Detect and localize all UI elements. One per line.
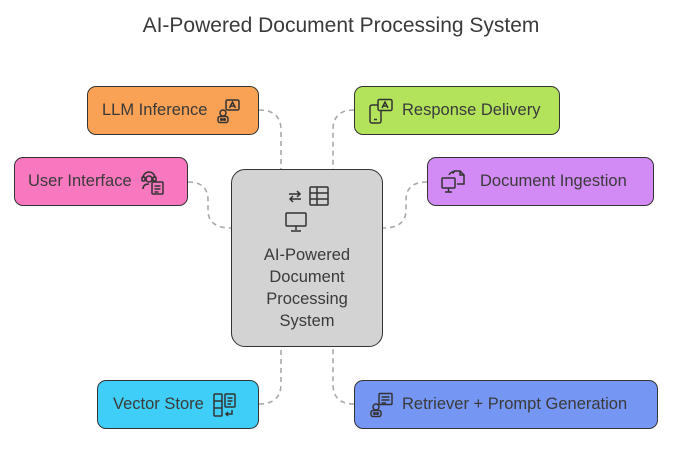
diagram-title: AI-Powered Document Processing System <box>142 14 540 37</box>
monitor-document-icon <box>440 169 466 195</box>
connector-response-delivery <box>332 109 355 169</box>
node-llm-inference[interactable]: LLM Inference <box>87 86 259 135</box>
robot-chat-icon <box>215 98 241 124</box>
center-node-label: AI-Powered Document Processing System <box>263 245 351 330</box>
robot-document-icon <box>368 392 394 418</box>
node-document-ingestion[interactable]: Document Ingestion <box>427 157 654 206</box>
node-response-delivery-label: Response Delivery <box>402 101 541 119</box>
node-user-interface-label: User Interface <box>28 172 132 190</box>
node-retriever-prompt[interactable]: Retriever + Prompt Generation <box>354 380 658 429</box>
connector-document-ingestion <box>382 181 428 229</box>
node-retriever-prompt-label: Retriever + Prompt Generation <box>402 395 628 413</box>
phone-chat-icon <box>368 98 394 124</box>
connector-llm-inference <box>258 109 282 169</box>
node-document-ingestion-label: Document Ingestion <box>480 172 627 190</box>
connector-vector-store <box>258 347 282 405</box>
center-node[interactable]: AI-Powered Document Processing System <box>231 169 383 347</box>
support-agent-document-icon <box>140 169 166 195</box>
storage-document-icon <box>212 392 238 418</box>
monitor-icon <box>284 211 308 238</box>
connector-retriever-prompt <box>332 347 355 405</box>
connector-user-interface <box>187 181 232 229</box>
node-response-delivery[interactable]: Response Delivery <box>354 86 560 135</box>
center-icon-group <box>285 185 330 238</box>
table-icon <box>308 185 330 212</box>
refresh-arrows-icon <box>285 186 305 211</box>
node-user-interface[interactable]: User Interface <box>14 157 188 206</box>
node-vector-store-label: Vector Store <box>113 395 204 413</box>
node-llm-inference-label: LLM Inference <box>102 101 208 119</box>
node-vector-store[interactable]: Vector Store <box>97 380 259 429</box>
